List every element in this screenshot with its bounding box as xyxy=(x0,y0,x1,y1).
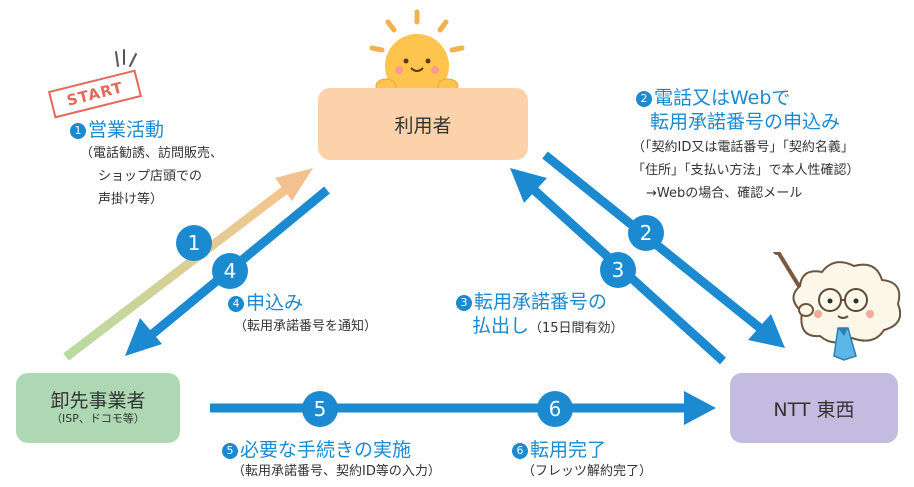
arrow-1 xyxy=(63,168,313,361)
step-4-body: （転用承諾番号を通知） xyxy=(234,319,378,334)
wholesaler-sub-label: （ISP、ドコモ等） xyxy=(51,412,145,425)
step-1-badge: 1 xyxy=(176,225,212,261)
ntt-node: NTT 東西 xyxy=(730,373,898,443)
step-3-num: 3 xyxy=(456,295,472,311)
step-2-title-line-1: 電話又はWebで xyxy=(654,87,791,109)
step-2-body-line: 「住所」「支払い方法」で本人性確認） xyxy=(632,163,860,178)
step-1-body-line: ショップ店頭での xyxy=(98,169,203,184)
wholesaler-label: 卸先事業者 xyxy=(50,390,146,412)
user-label: 利用者 xyxy=(394,114,452,137)
step-3-title-row-2: 払出し（15日間有効） xyxy=(472,314,624,338)
step-1-body-line: （電話勧誘、訪問販売、 xyxy=(80,146,224,161)
sparkle-icon xyxy=(115,49,137,67)
step-4-badge: 4 xyxy=(212,253,248,289)
step-3-note: （15日間有効） xyxy=(529,321,624,336)
user-node: 利用者 xyxy=(318,88,528,160)
step-3-title-line-1: 転用承諾番号の xyxy=(474,291,608,313)
step-2-title-line-2: 転用承諾番号の申込み xyxy=(650,111,841,133)
step-6-badge: 6 xyxy=(537,391,573,427)
step-5-body: （転用承諾番号、契約ID等の入力） xyxy=(232,464,441,479)
step-3-title-line-2: 払出し xyxy=(472,315,530,337)
step-6-body: （フレッツ解約完了） xyxy=(522,464,653,479)
step-5-title-label: 必要な手続きの実施 xyxy=(240,439,412,461)
step-1-title-label: 営業活動 xyxy=(88,119,165,141)
step-2-body-line: →Webの場合、確認メール xyxy=(646,186,803,201)
step-6-num: 6 xyxy=(512,443,528,459)
step-3-badge: 3 xyxy=(600,252,636,288)
step-2-badge: 2 xyxy=(628,215,664,251)
step-2-num: 2 xyxy=(636,91,652,107)
step-6-title-label: 転用完了 xyxy=(530,439,607,461)
cloud-mascot-icon xyxy=(773,252,902,361)
step-5-num: 5 xyxy=(222,443,238,459)
step-4-title-label: 申込み xyxy=(246,292,304,314)
arrow-5-6 xyxy=(210,391,716,425)
step-4-num: 4 xyxy=(228,296,244,312)
step-1-num: 1 xyxy=(70,123,86,139)
step-2-body: （「契約ID又は電話番号」「契約名義」 「住所」「支払い方法」で本人性確認） →… xyxy=(632,136,860,205)
step-5-badge: 5 xyxy=(302,391,338,427)
step-1-body: （電話勧誘、訪問販売、 ショップ店頭での 声掛け等） xyxy=(80,142,223,211)
sun-mascot-icon xyxy=(369,9,465,94)
step-1-body-line: 声掛け等） xyxy=(98,192,164,207)
wholesaler-node: 卸先事業者 （ISP、ドコモ等） xyxy=(16,373,180,443)
step-2-body-line: （「契約ID又は電話番号」「契約名義」 xyxy=(632,140,854,155)
ntt-label: NTT 東西 xyxy=(773,398,855,421)
